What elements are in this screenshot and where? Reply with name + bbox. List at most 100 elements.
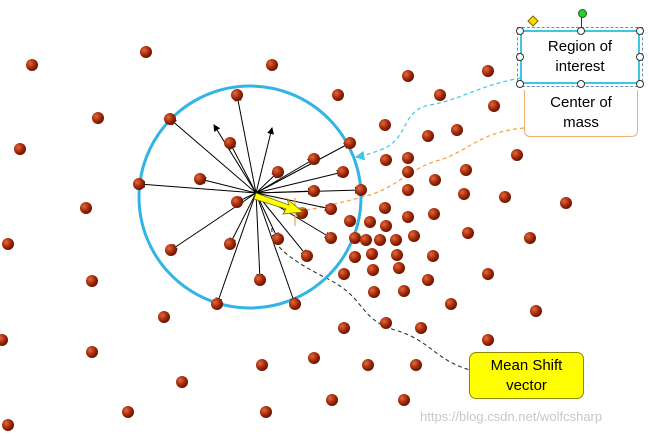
data-point bbox=[2, 238, 14, 250]
sample-vector bbox=[255, 192, 308, 257]
data-point bbox=[224, 238, 236, 250]
rotate-handle[interactable] bbox=[578, 9, 587, 18]
resize-handle[interactable] bbox=[577, 27, 585, 35]
roi-leader-line bbox=[354, 77, 522, 161]
data-point bbox=[308, 352, 320, 364]
data-point bbox=[408, 230, 420, 242]
data-point bbox=[86, 346, 98, 358]
data-point bbox=[368, 286, 380, 298]
resize-handle[interactable] bbox=[516, 80, 524, 88]
sample-vector bbox=[255, 127, 274, 194]
data-point bbox=[415, 322, 427, 334]
data-points bbox=[0, 46, 572, 431]
data-point bbox=[398, 285, 410, 297]
data-point bbox=[398, 394, 410, 406]
data-point bbox=[482, 334, 494, 346]
data-point bbox=[462, 227, 474, 239]
data-point bbox=[133, 178, 145, 190]
data-point bbox=[511, 149, 523, 161]
data-point bbox=[355, 184, 367, 196]
data-point bbox=[366, 248, 378, 260]
data-point bbox=[211, 298, 223, 310]
data-point bbox=[344, 215, 356, 227]
mean-shift-vector-label: Mean Shift vector bbox=[469, 352, 584, 399]
resize-handle[interactable] bbox=[636, 53, 644, 61]
data-point bbox=[176, 376, 188, 388]
data-point bbox=[289, 298, 301, 310]
data-point bbox=[164, 113, 176, 125]
resize-handle[interactable] bbox=[636, 27, 644, 35]
data-point bbox=[26, 59, 38, 71]
sample-vector bbox=[255, 170, 344, 194]
data-point bbox=[458, 188, 470, 200]
data-point bbox=[158, 311, 170, 323]
sample-vector bbox=[234, 94, 257, 194]
data-point bbox=[379, 119, 391, 131]
data-point bbox=[349, 232, 361, 244]
data-point bbox=[231, 196, 243, 208]
data-point bbox=[349, 251, 361, 263]
data-point bbox=[460, 164, 472, 176]
data-point bbox=[445, 298, 457, 310]
sample-vector bbox=[215, 192, 257, 305]
data-point bbox=[499, 191, 511, 203]
data-point bbox=[434, 89, 446, 101]
data-point bbox=[391, 249, 403, 261]
sample-vector bbox=[229, 192, 257, 245]
data-point bbox=[337, 166, 349, 178]
resize-handle[interactable] bbox=[636, 80, 644, 88]
resize-handle[interactable] bbox=[577, 80, 585, 88]
sample-vector bbox=[170, 192, 257, 251]
sample-vectors bbox=[138, 94, 362, 305]
data-point bbox=[301, 250, 313, 262]
data-point bbox=[380, 220, 392, 232]
region-of-interest-text: Region of interest bbox=[547, 38, 613, 75]
data-point bbox=[390, 234, 402, 246]
sample-vector bbox=[255, 142, 351, 194]
resize-handle[interactable] bbox=[516, 53, 524, 61]
sample-vector bbox=[169, 118, 257, 194]
data-point bbox=[362, 359, 374, 371]
data-point bbox=[326, 394, 338, 406]
data-point bbox=[560, 197, 572, 209]
data-point bbox=[410, 359, 422, 371]
mean-shift-vector bbox=[253, 192, 305, 215]
data-point bbox=[231, 89, 243, 101]
data-point bbox=[338, 268, 350, 280]
data-point bbox=[86, 275, 98, 287]
data-point bbox=[332, 89, 344, 101]
data-point bbox=[360, 234, 372, 246]
data-point bbox=[451, 124, 463, 136]
data-point bbox=[224, 137, 236, 149]
data-point bbox=[488, 100, 500, 112]
data-point bbox=[482, 268, 494, 280]
sample-vector bbox=[138, 180, 257, 194]
data-point bbox=[428, 208, 440, 220]
resize-handle[interactable] bbox=[516, 27, 524, 35]
data-point bbox=[308, 185, 320, 197]
data-point bbox=[374, 234, 386, 246]
sample-vector bbox=[213, 124, 257, 194]
data-point bbox=[122, 406, 134, 418]
center-of-mass-text: Center of mass bbox=[550, 94, 612, 131]
data-point bbox=[429, 174, 441, 186]
data-point bbox=[402, 152, 414, 164]
data-point bbox=[272, 166, 284, 178]
data-point bbox=[422, 274, 434, 286]
data-point bbox=[140, 46, 152, 58]
data-point bbox=[379, 202, 391, 214]
sample-vector bbox=[255, 187, 315, 195]
data-point bbox=[338, 322, 350, 334]
data-point bbox=[344, 137, 356, 149]
data-point bbox=[165, 244, 177, 256]
data-point bbox=[380, 154, 392, 166]
region-of-interest-label: Region of interest bbox=[517, 27, 643, 87]
data-point bbox=[325, 203, 337, 215]
rotate-handle-stem bbox=[581, 17, 582, 28]
data-point bbox=[2, 419, 14, 431]
data-point bbox=[402, 184, 414, 196]
data-point bbox=[308, 153, 320, 165]
data-point bbox=[524, 232, 536, 244]
center-of-mass-label: Center of mass bbox=[524, 90, 638, 137]
sample-vector bbox=[229, 142, 257, 194]
